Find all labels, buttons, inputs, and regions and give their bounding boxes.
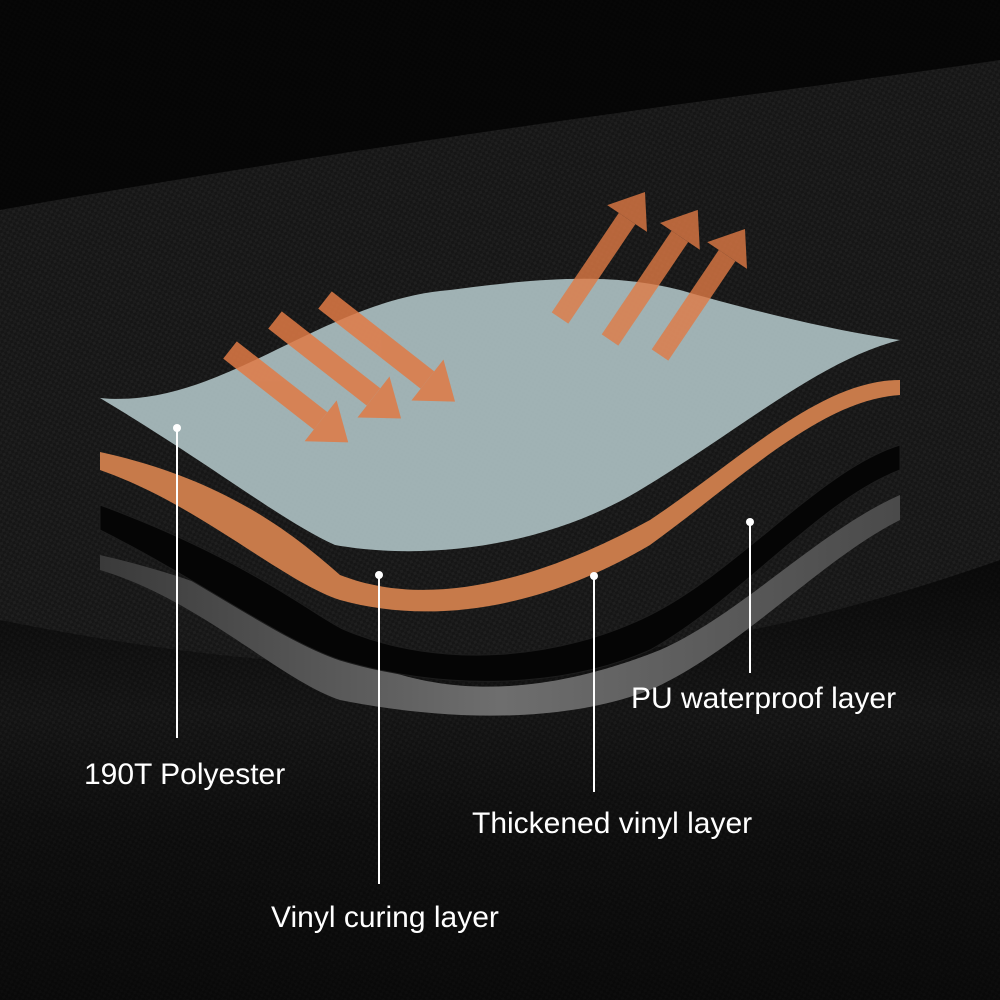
pu-waterproof-layer (100, 495, 900, 716)
arrow-shaft (318, 291, 435, 389)
leader-dot-thickened (590, 572, 598, 580)
leader-dot-pu (746, 518, 754, 526)
leader-dot-curing (375, 571, 383, 579)
label-pu-waterproof-layer: PU waterproof layer (631, 682, 897, 715)
arrow-shaft (651, 249, 736, 361)
arrow-group-incoming (223, 291, 456, 443)
arrow-group-outgoing (551, 191, 748, 361)
fabric-fold-shadow (0, 0, 1000, 210)
arrow-head-icon (607, 191, 648, 232)
label-thickened-vinyl-layer: Thickened vinyl layer (472, 807, 753, 840)
arrow-shaft (223, 341, 328, 430)
leader-dot-polyester (173, 424, 181, 432)
arrow-head-icon (411, 359, 456, 402)
label-vinyl-curing-layer: Vinyl curing layer (271, 901, 499, 934)
arrow-head-icon (660, 209, 700, 250)
arrow-shaft (551, 212, 636, 324)
thickened-vinyl-layer (99, 444, 901, 682)
arrow-head-icon (304, 400, 349, 443)
arrow-shaft (268, 311, 381, 406)
arrow-shaft (601, 230, 689, 346)
arrow-head-icon (707, 228, 748, 269)
vinyl-curing-layer (100, 380, 900, 612)
arrow-head-icon (357, 376, 402, 419)
label-190t-polyester: 190T Polyester (84, 758, 286, 791)
